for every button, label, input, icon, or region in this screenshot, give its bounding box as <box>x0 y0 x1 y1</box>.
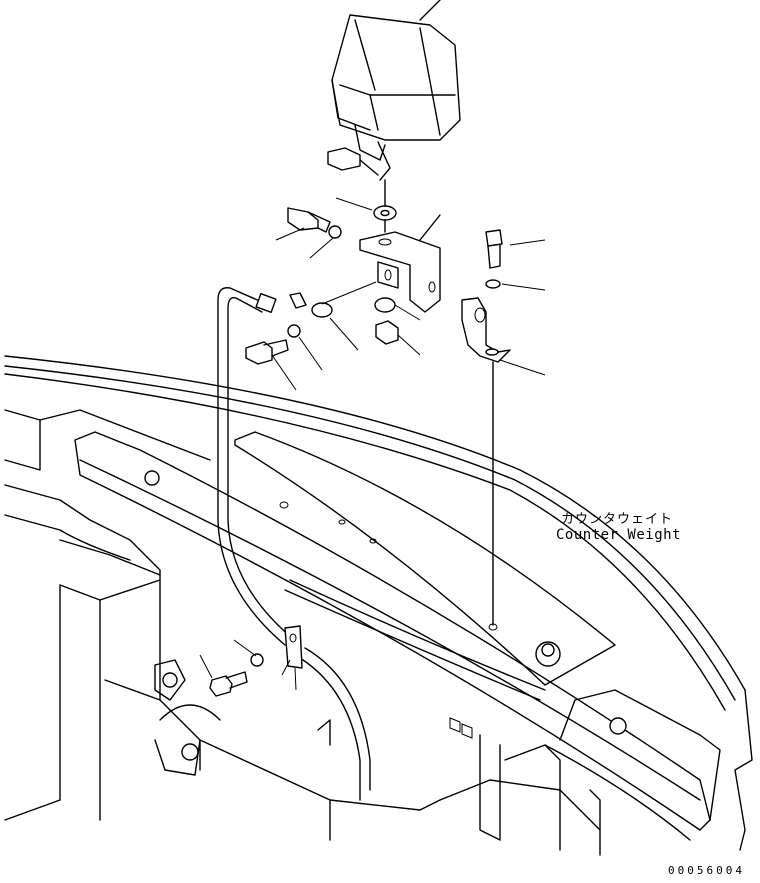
lamp-bracket <box>359 214 441 313</box>
wiring-harness <box>217 287 371 801</box>
work-lamp <box>327 0 461 181</box>
counterweight <box>4 355 753 856</box>
hardware <box>209 205 511 697</box>
drawing-number: 00056004 <box>668 864 745 877</box>
counterweight-label-jp: カウンタウェイト <box>561 512 674 527</box>
leader-lines <box>199 179 546 691</box>
counterweight-label-en: Counter Weight <box>556 527 682 543</box>
